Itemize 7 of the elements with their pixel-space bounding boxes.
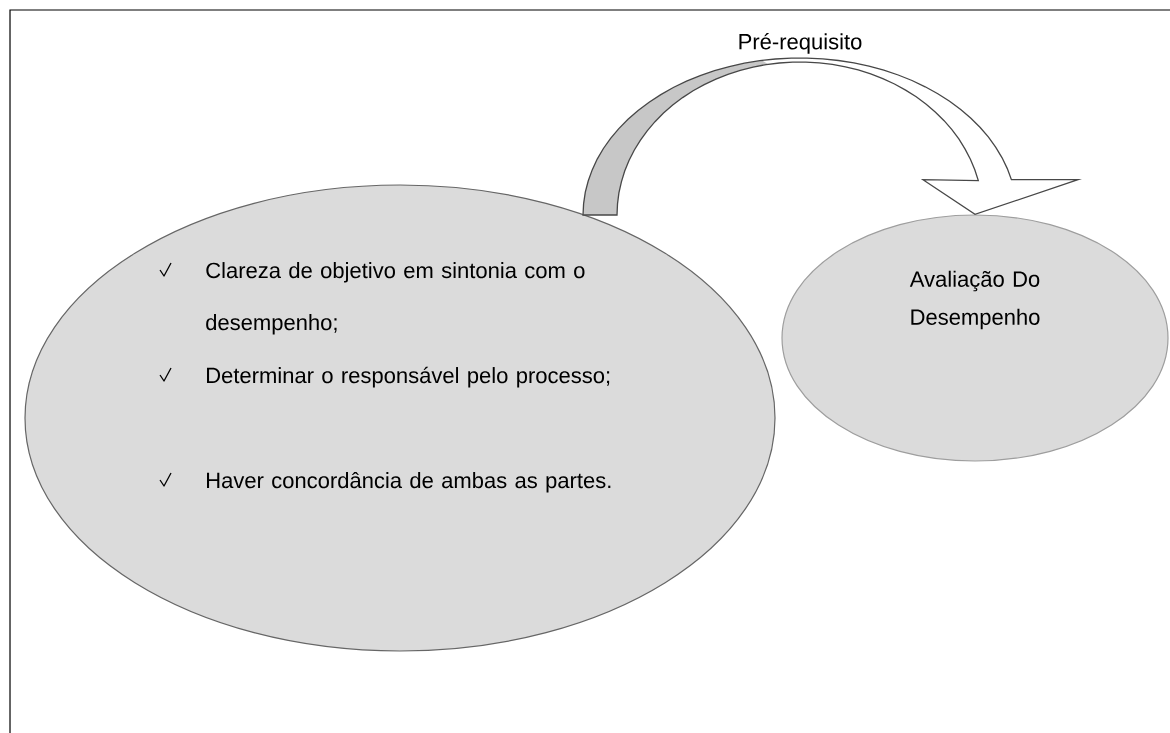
list-item: Determinar o responsável pelo processo;	[207, 366, 610, 388]
list-item: Haver concordância de ambas as partes.	[207, 472, 611, 493]
edge-label: Pré-requisito	[736, 32, 864, 55]
block-arrow	[582, 57, 1082, 216]
ellipse-node: Avaliação Do Desempenho	[781, 214, 1169, 462]
list-item: Clareza de objetivo em sintonia com o desempenho;	[206, 262, 585, 335]
ellipse-node	[24, 184, 776, 652]
